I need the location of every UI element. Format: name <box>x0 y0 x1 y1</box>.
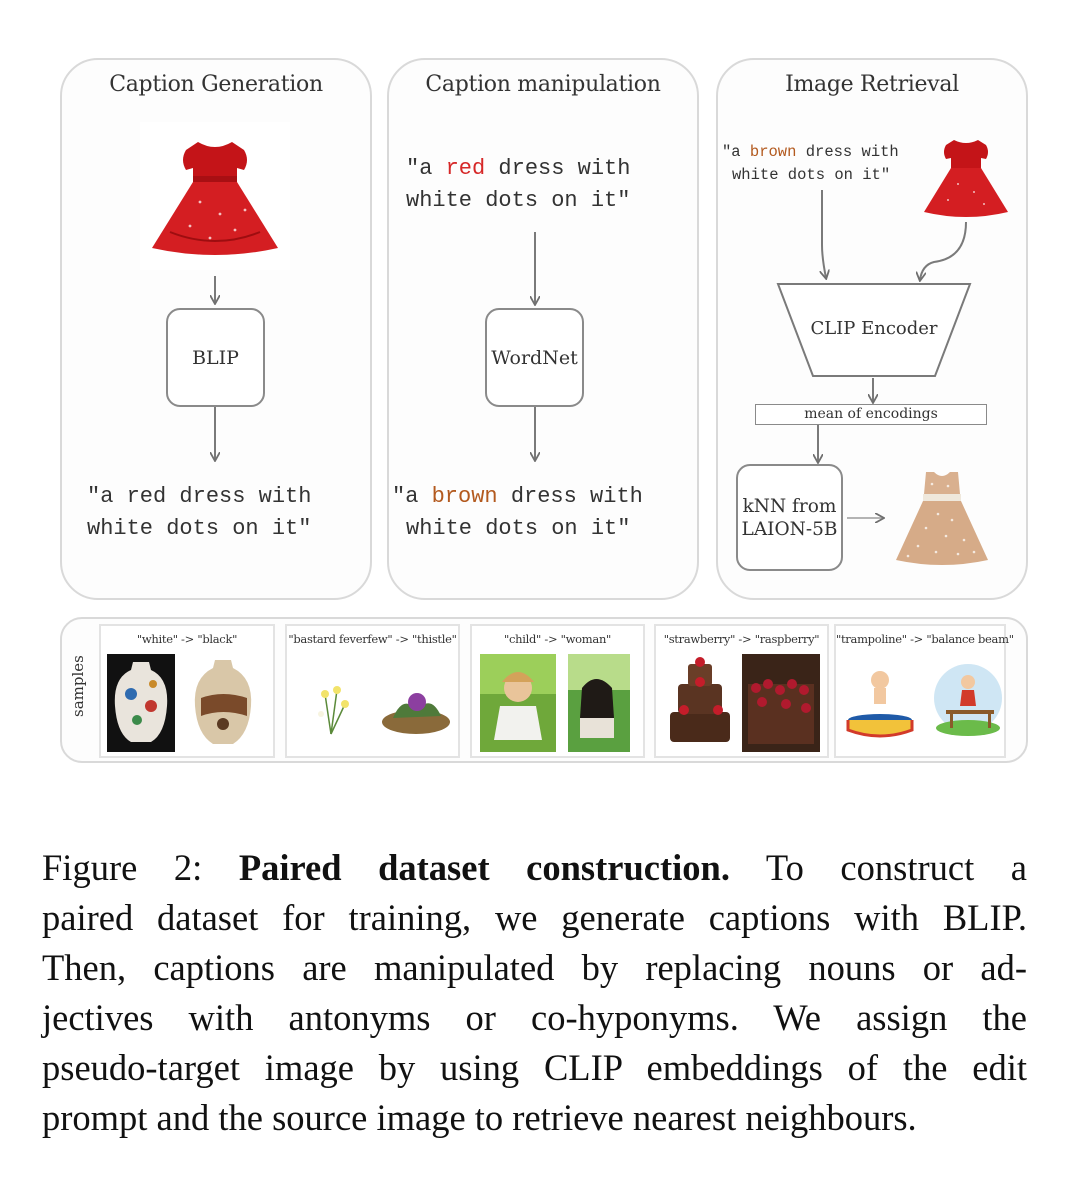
arrow <box>920 221 967 280</box>
input-caption-line1: "a red dress with <box>406 156 631 181</box>
sample-card-child-woman: "child" -> "woman" <box>470 624 645 758</box>
highlight-word: brown <box>431 484 498 509</box>
sample-card-white-black: "white" -> "black" <box>99 624 275 758</box>
sample-image-pair <box>107 654 257 752</box>
caption-line: Figure 2: Paired dataset construction. T… <box>42 847 1027 888</box>
retrieved-brown-dress-image <box>896 472 988 565</box>
sample-image-pair <box>291 654 456 752</box>
panel-title: Caption Generation <box>109 72 323 97</box>
caption-line: pseudo-target image by using CLIP embedd… <box>42 1047 1027 1088</box>
clip-encoder-label: CLIP Encoder <box>810 318 938 339</box>
clip-encoder-shape <box>776 283 972 377</box>
highlight-word: red <box>445 156 486 181</box>
wordnet-model-box: WordNet <box>485 308 584 407</box>
red-dress-image <box>140 122 290 270</box>
blip-model-box: BLIP <box>166 308 265 407</box>
retrieval-prompt-line2: white dots on it" <box>732 166 891 184</box>
figure-caption: Figure 2: Paired dataset construction. T… <box>42 843 1027 1143</box>
retrieval-prompt-line1: "a brown dress with <box>722 143 899 161</box>
generated-caption-line1: "a red dress with <box>87 484 312 509</box>
sample-card-strawberry-raspberry: "strawberry" -> "raspberry" <box>654 624 829 758</box>
mean-of-encodings-box: mean of encodings <box>755 404 987 425</box>
panel-title: Image Retrieval <box>785 72 959 97</box>
sample-label: "trampoline" -> "balance beam" <box>836 632 1014 646</box>
sample-label: "bastard feverfew" -> "thistle" <box>288 632 457 646</box>
caption-line: Then, captions are manipulated by replac… <box>42 947 1027 988</box>
sample-label: "child" -> "woman" <box>503 632 612 646</box>
caption-line: prompt and the source image to retrieve … <box>42 1097 917 1138</box>
sample-image-pair <box>664 654 820 752</box>
sample-label: "white" -> "black" <box>136 632 238 646</box>
sample-image-pair <box>480 654 630 752</box>
sample-label: "strawberry" -> "raspberry" <box>663 632 820 646</box>
input-caption-line2: white dots on it" <box>406 188 631 213</box>
edited-caption-line1: "a brown dress with <box>392 484 643 509</box>
highlight-word: brown <box>749 143 797 161</box>
arrow <box>822 190 826 278</box>
edited-caption-line2: white dots on it" <box>406 516 631 541</box>
generated-caption-line2: white dots on it" <box>87 516 312 541</box>
knn-retrieval-box: kNN from LAION-5B <box>736 464 843 571</box>
caption-line: paired dataset for training, we generate… <box>42 897 1027 938</box>
source-dress-image <box>924 140 1008 217</box>
panel-title: Caption manipulation <box>425 72 661 97</box>
samples-label: samples <box>69 655 87 717</box>
sample-image-pair <box>842 654 1004 752</box>
caption-line: jectives with antonyms or co-hyponyms. W… <box>42 997 1027 1038</box>
sample-card-trampoline-beam: "trampoline" -> "balance beam" <box>834 624 1014 758</box>
caption-bold-title: Paired dataset construction. <box>238 847 730 888</box>
sample-card-feverfew-thistle: "bastard feverfew" -> "thistle" <box>285 624 460 758</box>
flow-arrows <box>0 190 972 780</box>
